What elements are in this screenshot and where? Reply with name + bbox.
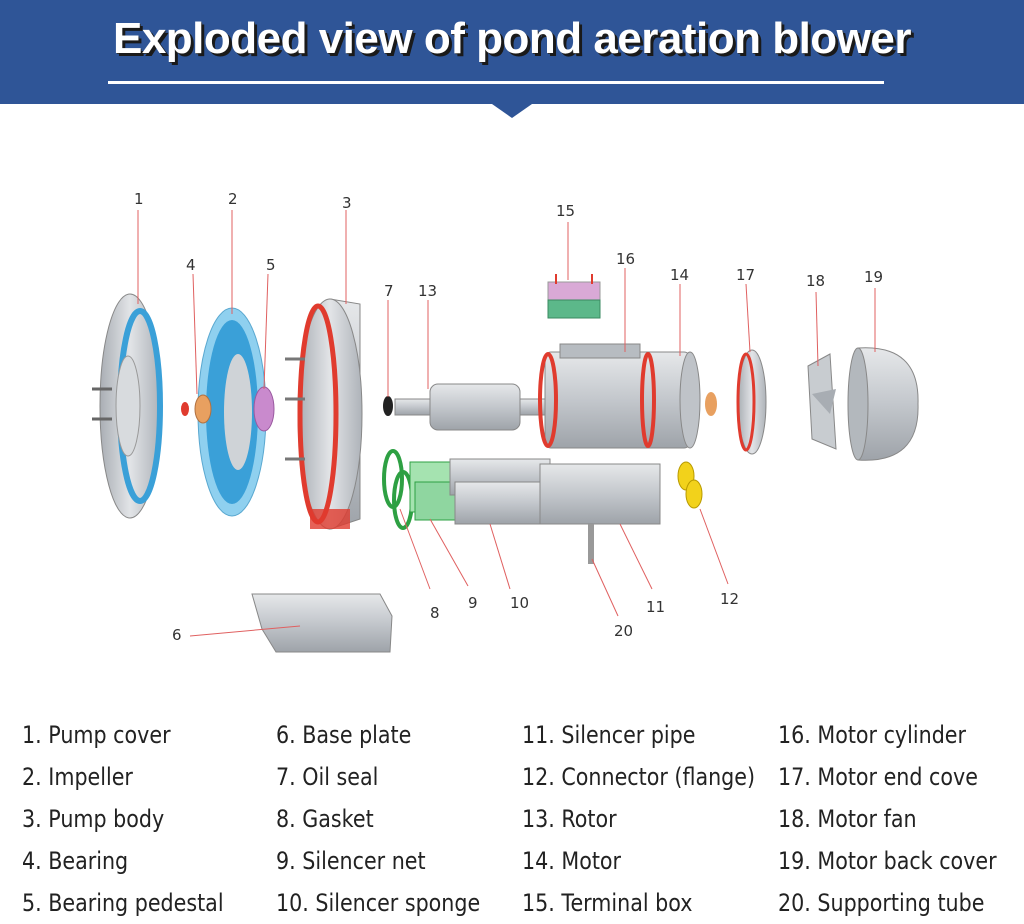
legend-column-3: 11. Silencer pipe 12. Connector (flange)… [522,714,793,924]
part-bearing-pedestal [253,386,275,432]
part-pump-body [285,298,363,530]
legend-item: 13. Rotor [522,805,617,833]
part-base-plate [251,593,393,653]
callout-20: 20 [614,622,633,640]
legend-item: 11. Silencer pipe [522,721,696,749]
legend-item: 17. Motor end cove [778,763,978,791]
legend-item: 1. Pump cover [22,721,171,749]
callout-9: 9 [468,594,478,612]
exploded-diagram: 1 2 3 4 5 6 7 8 9 10 11 12 13 14 15 16 1… [92,190,919,653]
part-impeller [197,307,267,517]
callout-15: 15 [556,202,575,220]
part-motor-end-cover [705,349,767,455]
part-motor [538,343,701,449]
part-motor-fan [807,353,837,450]
legend-item: 6. Base plate [276,721,412,749]
legend-item: 10. Silencer sponge [276,889,481,917]
legend-item: 18. Motor fan [778,805,917,833]
legend-item: 15. Terminal box [522,889,693,917]
legend-item: 16. Motor cylinder [778,721,966,749]
part-gasket [382,449,414,530]
page-title: Exploded view of pond aeration blower [112,14,912,63]
callout-7: 7 [384,282,394,300]
part-rotor [394,383,546,431]
title-underline [108,81,884,84]
legend-item: 4. Bearing [22,847,129,875]
callout-6: 6 [172,626,182,644]
callout-10: 10 [510,594,529,612]
legend-item: 7. Oil seal [276,763,379,791]
leader-lines [137,210,876,637]
callout-5: 5 [266,256,276,274]
part-connector-flange [677,461,703,509]
callout-14: 14 [670,266,689,284]
legend-item: 2. Impeller [22,763,133,791]
callout-11: 11 [646,598,665,616]
callout-17: 17 [736,266,755,284]
legend-column-2: 6. Base plate 7. Oil seal 8. Gasket 9. S… [276,714,513,924]
part-motor-back-cover [847,347,919,461]
legend-item: 12. Connector (flange) [522,763,756,791]
part-bearing [181,394,212,424]
header-banner: Exploded view of pond aeration blower [0,0,1024,104]
parts-legend: 1. Pump cover 2. Impeller 3. Pump body 4… [0,706,1024,921]
callout-8: 8 [430,604,440,622]
callout-18: 18 [806,272,825,290]
part-silencer-sponge [449,458,551,525]
callout-16: 16 [616,250,635,268]
legend-item: 8. Gasket [276,805,374,833]
legend-column-4: 16. Motor cylinder 17. Motor end cove 18… [778,714,1024,924]
callout-3: 3 [342,194,352,212]
legend-item: 19. Motor back cover [778,847,997,875]
header-notch [492,104,532,118]
legend-item: 20. Supporting tube [778,889,985,917]
legend-item: 9. Silencer net [276,847,426,875]
legend-item: 3. Pump body [22,805,165,833]
callout-13: 13 [418,282,437,300]
callout-4: 4 [186,256,196,274]
part-terminal-box [547,274,601,319]
legend-item: 5. Bearing pedestal [22,889,224,917]
callout-2: 2 [228,190,238,208]
legend-column-1: 1. Pump cover 2. Impeller 3. Pump body 4… [22,714,256,924]
part-supporting-tube [588,524,594,564]
part-oil-seal [383,396,393,416]
legend-item: 14. Motor [522,847,622,875]
callout-1: 1 [134,190,144,208]
part-silencer-pipe [539,463,661,525]
part-silencer-net [409,461,461,521]
callout-19: 19 [864,268,883,286]
part-pump-cover [92,293,163,519]
callout-numbers: 1 2 3 4 5 6 7 8 9 10 11 12 13 14 15 16 1… [134,190,883,644]
callout-12: 12 [720,590,739,608]
